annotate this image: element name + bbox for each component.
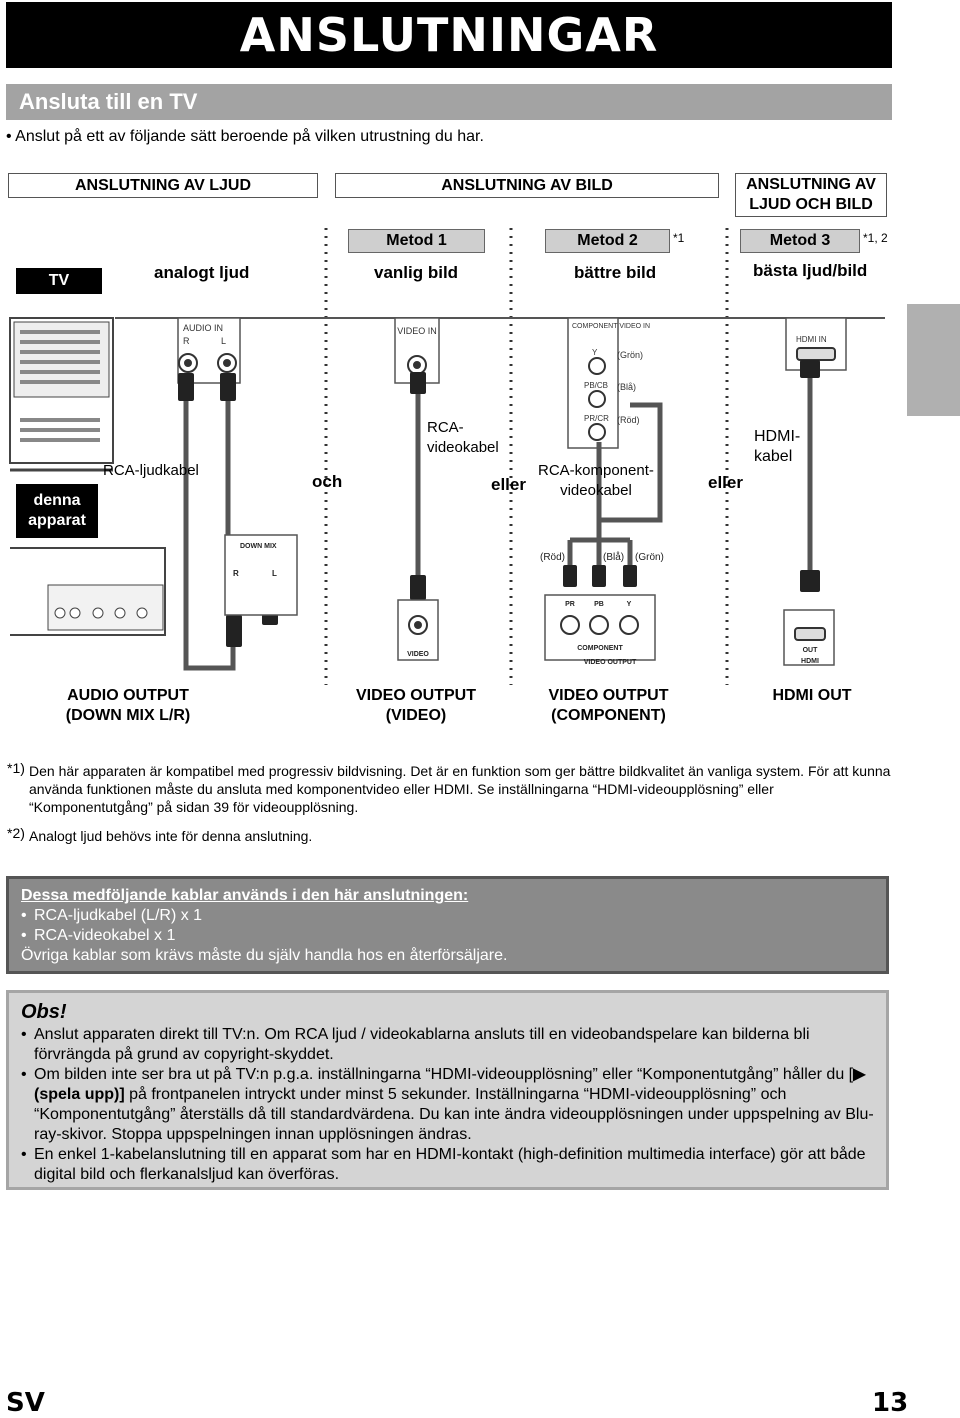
note-2-part-c: på frontpanelen intryckt under minst 5 s… <box>34 1086 874 1143</box>
comp-y-label: Y <box>627 601 632 608</box>
tv-illustration <box>9 317 114 472</box>
video-jack-label: VIDEO <box>407 651 429 658</box>
label-analog: analogt ljud <box>154 263 250 282</box>
play-button-reference: ▶ (spela upp)] <box>34 1066 866 1103</box>
rca-component-cable-label-2: videokabel <box>560 482 632 499</box>
page-title: ANSLUTNINGAR <box>6 2 892 68</box>
header-audio: ANSLUTNING AV LJUD <box>8 173 318 198</box>
hdmi-out-small-label: OUT <box>803 647 819 654</box>
header-video: ANSLUTNING AV BILD <box>335 173 719 198</box>
tv-green-label: (Grön) <box>617 350 643 360</box>
output-video-label: VIDEO OUTPUT (VIDEO) <box>340 686 492 726</box>
tv-hdmi-in-label: HDMI IN <box>796 335 827 344</box>
rca-video-cable-label-2: videokabel <box>427 439 499 456</box>
video-out-panel <box>397 599 439 661</box>
cable-plugs <box>178 360 820 647</box>
hdmi-small-label: HDMI <box>801 658 819 665</box>
supplied-cables-note: Övriga kablar som krävs måste du själv h… <box>21 947 508 964</box>
notes-heading: Obs! <box>21 1001 67 1023</box>
method-3: Metod 3 <box>740 229 860 253</box>
cables <box>183 372 813 671</box>
side-tab-marker <box>907 304 960 416</box>
intro-text: • Anslut på ett av följande sätt beroend… <box>6 128 484 145</box>
tv-audio-in-label: AUDIO IN <box>183 323 223 333</box>
rca-video-cable-label-1: RCA- <box>427 419 464 436</box>
label-or-2: eller <box>708 473 743 492</box>
tv-blue-label: (Blå) <box>617 382 636 392</box>
method-2-note: *1 <box>673 231 685 245</box>
output-video-label-2: (VIDEO) <box>385 707 447 724</box>
tv-pr-label: PR/CR <box>584 414 609 423</box>
hdmi-cable-label-2: kabel <box>754 448 793 465</box>
output-video-label-1: VIDEO OUTPUT <box>355 687 476 704</box>
device-label: denna apparat <box>16 484 98 538</box>
rca-component-cable-label: RCA-komponent-videokabel <box>538 461 654 501</box>
output-component-label: VIDEO OUTPUT (COMPONENT) <box>531 686 686 726</box>
notes-box: Obs! Anslut apparaten direkt till TV:n. … <box>6 990 889 1190</box>
footnote-1-text: Den här apparaten är kompatibel med prog… <box>29 763 891 815</box>
tv-l-label: L <box>221 336 226 346</box>
label-and: och <box>312 472 343 491</box>
label-normal: vanlig bild <box>374 263 459 282</box>
tv-pb-label: PB/CB <box>584 381 608 390</box>
section-heading: Ansluta till en TV <box>6 84 892 120</box>
bottom-blue-label: (Blå) <box>603 551 624 563</box>
output-audio-label-1: AUDIO OUTPUT <box>67 687 189 704</box>
notes-list: Anslut apparaten direkt till TV:n. Om RC… <box>21 1025 874 1185</box>
tv-r-label: R <box>183 336 190 346</box>
tv-video-in-label: VIDEO IN <box>397 326 437 336</box>
connection-diagram: AUDIO IN R L VIDEO IN COMPONENT VIDEO IN… <box>9 228 885 685</box>
list-item: En enkel 1-kabelanslutning till en appar… <box>21 1145 874 1185</box>
footer-language: SV <box>6 1388 45 1418</box>
hdmi-cable-label-1: HDMI- <box>754 428 801 445</box>
footnote-1-mark: *1) <box>7 760 25 776</box>
supplied-cables-box: Dessa medföljande kablar används i den h… <box>6 876 889 974</box>
rca-audio-cable-label: RCA-ljudkabel <box>103 462 199 479</box>
output-audio-label-2: (DOWN MIX L/R) <box>65 707 191 724</box>
footnote-2-text: Analogt ljud behövs inte för denna anslu… <box>29 828 313 844</box>
tv-y-label: Y <box>592 348 598 357</box>
video-output-label: VIDEO OUTPUT <box>584 659 637 666</box>
list-item: RCA-ljudkabel (L/R) x 1 <box>21 906 874 926</box>
label-or-1: eller <box>491 475 526 494</box>
down-mix-r-label: R <box>233 569 239 578</box>
list-item: Anslut apparaten direkt till TV:n. Om RC… <box>21 1025 874 1065</box>
comp-pr-label: PR <box>565 601 575 608</box>
down-mix-panel <box>224 534 298 616</box>
rca-component-cable-label-1: RCA-komponent- <box>538 462 654 479</box>
label-best: bästa ljud/bild <box>753 261 868 280</box>
list-item: Om bilden inte ser bra ut på TV:n p.g.a.… <box>21 1065 874 1145</box>
device-jacks <box>408 615 826 641</box>
component-label: COMPONENT <box>577 645 623 652</box>
rca-video-cable-label: RCA-videokabel <box>427 418 499 458</box>
label-better: bättre bild <box>574 263 657 282</box>
output-component-label-2: (COMPONENT) <box>551 707 666 724</box>
footnote-2-mark: *2) <box>7 825 25 841</box>
hdmi-cable-label: HDMI-kabel <box>754 427 800 467</box>
output-component-label-1: VIDEO OUTPUT <box>548 687 669 704</box>
comp-pb-label: PB <box>594 601 604 608</box>
intro-label: Anslut på ett av följande sätt beroende … <box>15 128 484 145</box>
down-mix-label: DOWN MIX <box>240 543 277 550</box>
output-hdmi-label: HDMI OUT <box>772 687 852 704</box>
tv-label: TV <box>16 268 102 294</box>
supplied-cables-list: RCA-ljudkabel (L/R) x 1 RCA-videokabel x… <box>21 906 874 946</box>
tv-red-label: (Röd) <box>617 415 640 425</box>
page-number: 13 <box>872 1388 909 1418</box>
tv-component-in-label: COMPONENT VIDEO IN <box>572 323 650 330</box>
tv-jacks <box>178 347 836 441</box>
header-audio-video: ANSLUTNING AV LJUD OCH BILD <box>735 173 887 217</box>
method-3-note: *1, 2 <box>863 231 888 245</box>
list-item: RCA-videokabel x 1 <box>21 926 874 946</box>
device-illustration <box>10 547 166 636</box>
method-1: Metod 1 <box>348 229 485 253</box>
down-mix-l-label: L <box>272 569 277 578</box>
dotted-separators <box>324 228 729 685</box>
bottom-red-label: (Röd) <box>540 552 565 563</box>
output-audio-label: AUDIO OUTPUT (DOWN MIX L/R) <box>48 686 208 726</box>
note-2-part-a: Om bilden inte ser bra ut på TV:n p.g.a.… <box>34 1066 854 1083</box>
bottom-green-label: (Grön) <box>635 552 664 563</box>
method-2: Metod 2 <box>545 229 670 253</box>
supplied-cables-heading: Dessa medföljande kablar används i den h… <box>21 887 469 904</box>
